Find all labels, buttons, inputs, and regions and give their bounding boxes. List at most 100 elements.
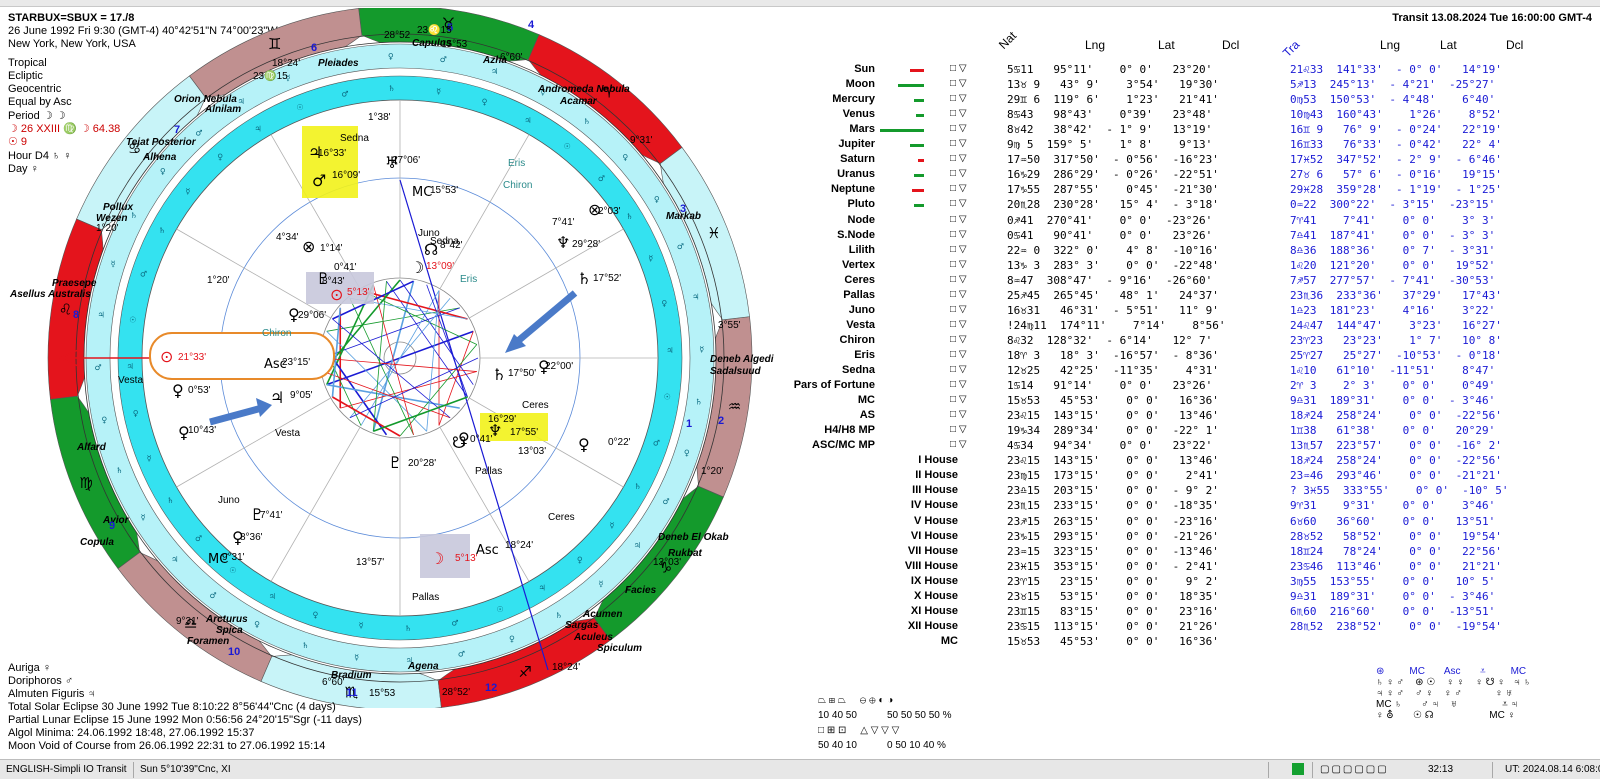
natal-position: 13♉ 9 43° 9' 3°54' 19°30' [1007,78,1219,92]
house-number: 4 [528,19,535,31]
planet-position-label: Chiron [503,180,532,191]
transit-position: 2♈ 3 2° 3' 0° 0' 0°49' [1290,379,1496,393]
aspect-line [323,371,451,419]
row-name: V House [913,514,958,527]
status-language[interactable]: ENGLISH-Simpli IO Transit [6,764,127,775]
term-glyph: ♂ [209,591,216,600]
aspect-line [332,396,401,437]
planet-glyph-icon: ⊙ [160,347,173,366]
cusp-degree-label: 1°20' [701,466,724,477]
dignity-boxes: □ ▽ [950,273,967,285]
natal-position: 22♒ 0 322° 0' 4° 8' -10°16' [1007,243,1219,257]
row-name: Node [847,213,876,226]
planet-glyph-icon: ♀ [232,528,244,547]
legend-shapes-row1: ⏢ ⊞ ⏢ ⊖ ⊕ ◐ ◑ [818,695,894,706]
dignity-boxes: □ ▽ [950,333,967,345]
planet-position-label: 7°41' [260,510,283,521]
planet-position-label: 4°34' [276,232,299,243]
fixed-star-label: Alnilam [204,104,241,115]
natal-position: 1♋14 91°14' 0° 0' 23°26' [1007,379,1213,393]
planet-position-label: 8°43' [322,276,345,287]
fixed-star-label: Agena [407,661,439,672]
status-tool-icons[interactable]: ▢▢▢▢▢▢ [1320,764,1389,775]
term-glyph: ♀ [622,153,628,162]
planet-position-label: 17°52' [593,273,621,284]
decan-glyph: ☉ [496,605,503,614]
dignity-boxes: □ ▽ [950,288,967,300]
natal-position: 8♉42 38°42' - 1° 9' 13°19' [1007,123,1213,137]
aspect-line [438,331,474,426]
decan-glyph: ♄ [405,624,412,633]
planet-position-label: Sedna [340,133,369,144]
fixed-star-label: Spiculum [597,643,642,654]
strength-bar [914,204,924,208]
decan-glyph: ☿ [359,621,364,630]
fixed-star-label: Tejat Posterior [126,137,197,148]
planet-glyph-icon: ♄ [492,365,506,384]
natal-position: 15♉53 45°53' 0° 0' 16°36' [1007,394,1219,408]
astro-wheel[interactable]: ♈♉♊♋♌♍♎♏♐♑♒♓♂♀☉♄♃☿♀♃☿♂♄♀♂♄☉☿♃♃♀♂☿♀♄♄♂☿☉♃… [0,8,800,708]
house-number: 11 [346,687,358,699]
nat-lat-header: Lat [1158,38,1175,52]
natal-position: 23♑15 293°15' 0° 0' -21°26' [1007,529,1219,543]
row-name: Moon [845,78,875,91]
term-glyph: ♄ [583,117,590,126]
planet-glyph-icon: Asc [264,357,287,372]
decan-glyph: ♄ [167,496,174,505]
zodiac-sign-glyph: ♒ [728,398,741,416]
term-glyph: ☿ [111,259,116,268]
cusp-degree-label: 6°60' [500,52,523,63]
decan-glyph: ☿ [186,187,191,196]
planet-position-label: 13°57' [356,557,384,568]
transit-position: 23♈23 23°23' 1° 7' 10° 8' [1290,333,1502,347]
legend-pct-row2: 0 50 10 40 % [887,740,946,751]
strength-bar [880,129,924,133]
setting-coordinate: Ecliptic [8,70,43,82]
zodiac-sign-glyph: ♎ [184,614,197,632]
fixed-star-label: Capulus [412,38,452,49]
dignity-boxes: □ ▽ [950,243,967,255]
natal-position: 13♑ 3 283° 3' 0° 0' -22°48' [1007,258,1219,272]
row-name: Juno [848,303,875,316]
natal-position: 19♑34 289°34' 0° 0' -22° 1' [1007,424,1219,438]
planet-position-label: 5°13' [455,553,478,564]
planet-position-label: Eris [460,274,477,285]
decan-glyph: ♀ [133,409,139,418]
planet-position-label: 0°53' [188,385,211,396]
planet-glyph-icon: ♃ [270,388,284,407]
birth-date-line: 26 June 1992 Fri 9:30 (GMT-4) 40°42'51"N… [8,25,278,37]
planet-position-label: 23°15' [282,357,310,368]
house-cusp-line [469,228,624,319]
row-name: Chiron [839,333,875,346]
term-glyph: ☿ [599,579,604,588]
house-number: 2 [718,415,724,427]
transit-position: 9♎31 189°31' 0° 0' - 3°46' [1290,589,1496,603]
transit-position: 5♐13 245°13' - 4°21' -25°27' [1290,78,1496,92]
house-number: 12 [485,682,497,694]
planet-position-label: Juno [218,495,240,506]
decan-glyph: ♂ [195,534,202,543]
planet-position-label: 8°36' [240,532,263,543]
setting-house-system: Equal by Asc [8,96,72,108]
natal-position: 9♍ 5 159° 5' 1° 8' 9°13' [1007,138,1213,152]
planet-position-label: 9°31' [222,552,245,563]
planet-position-label: 18°24' [505,540,533,551]
highlight-neptune-box [480,413,548,441]
planet-position-label: 10°43' [188,425,216,436]
term-glyph: ♄ [335,58,342,67]
dignity-boxes: □ ▽ [950,198,967,210]
cusp-degree-label: 18°24' [552,662,580,673]
row-name: Ceres [844,273,875,286]
natal-position: 23♈15 23°15' 0° 0' 9° 2' [1007,574,1219,588]
aspect-line [399,344,478,437]
strength-bar [916,114,924,118]
tra-dcl-header: Dcl [1506,38,1524,52]
toolbar[interactable] [0,0,1600,7]
sun-callout-oval [149,332,335,380]
transit-position: 21♌33 141°33' - 0° 0' 14°19' [1290,63,1502,76]
fixed-star-label: Pollux [103,202,133,213]
planet-glyph-icon: ♀ [538,357,550,376]
term-glyph: ☿ [286,73,291,82]
bottom-info-line: Doriphoros ♂ [8,675,74,687]
cusp-degree-label: 28°52' [442,687,470,698]
